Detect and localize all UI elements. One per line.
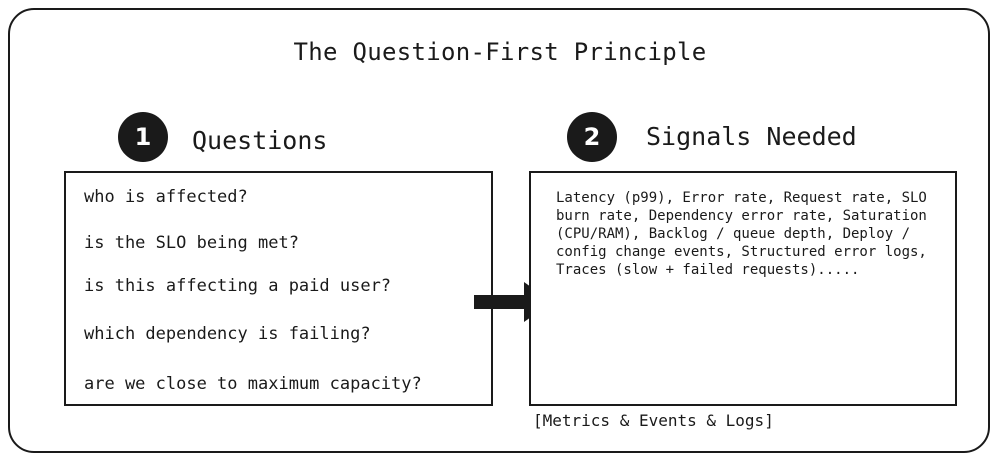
step-1-badge: 1 bbox=[118, 112, 168, 162]
question-item: are we close to maximum capacity? bbox=[84, 374, 422, 394]
questions-heading: Questions bbox=[192, 126, 328, 155]
signals-heading: Signals Needed bbox=[646, 122, 857, 151]
signals-box: Latency (p99), Error rate, Request rate,… bbox=[529, 171, 957, 406]
step-2-number: 2 bbox=[583, 123, 601, 151]
question-item: who is affected? bbox=[84, 187, 248, 207]
question-item: is this affecting a paid user? bbox=[84, 276, 392, 296]
step-1-number: 1 bbox=[134, 123, 152, 151]
question-item: which dependency is failing? bbox=[84, 324, 371, 344]
question-item: is the SLO being met? bbox=[84, 233, 299, 253]
signals-list: Latency (p99), Error rate, Request rate,… bbox=[556, 190, 927, 278]
diagram-title: The Question-First Principle bbox=[293, 38, 707, 66]
questions-box: who is affected? is the SLO being met? i… bbox=[64, 171, 493, 406]
signals-caption: [Metrics & Events & Logs] bbox=[533, 411, 774, 430]
step-2-badge: 2 bbox=[567, 112, 617, 162]
